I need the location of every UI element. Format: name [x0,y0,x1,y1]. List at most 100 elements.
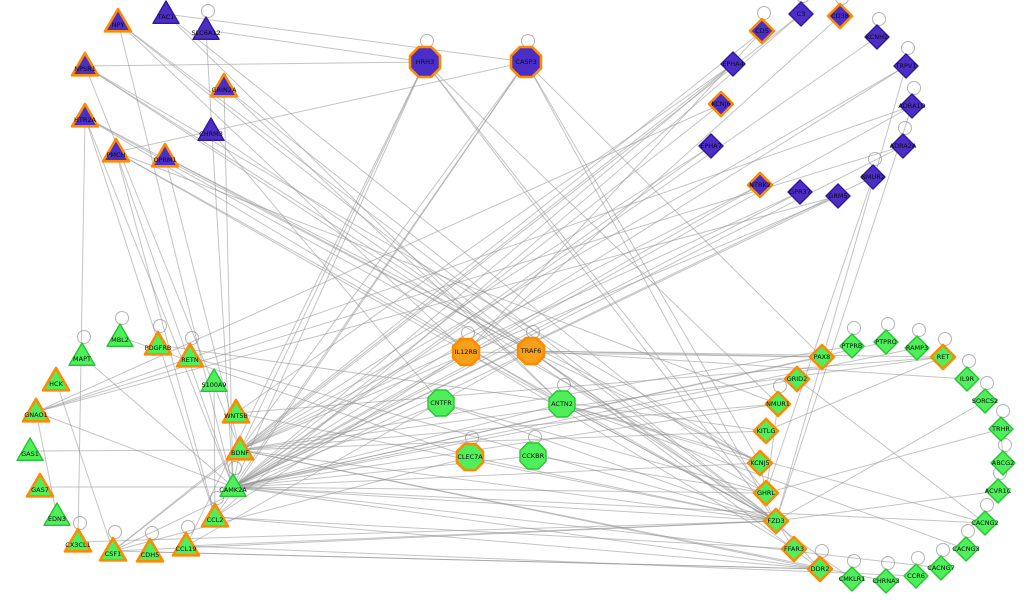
edge-ADRA2A-CAMK2A[interactable] [232,145,904,488]
self-loop-CD5[interactable] [757,6,771,20]
edge-CD5-CSF1[interactable] [112,30,763,552]
edge-ACVR1C-FZD3[interactable] [775,490,999,522]
node-ADRA1D[interactable]: ADRA1D [898,93,926,119]
node-shape-diamond[interactable] [806,555,834,583]
edge-GRIN2A-ACTN2[interactable] [223,86,563,405]
self-loop-CCL19[interactable] [181,520,195,534]
edge-C3-CCL2[interactable] [214,13,802,518]
edge-BDNF-FZD3[interactable] [239,449,777,522]
edge-KCNJ6-GNAO1[interactable] [35,103,722,413]
edge-CD5-IL12RB[interactable] [465,30,763,353]
node-KCNJ6[interactable]: KCNJ6 [707,90,735,118]
node-shape-diamond[interactable] [928,555,954,581]
self-loop-KCNH2[interactable] [872,12,886,26]
edge-PDGFRB-KITLG[interactable] [157,344,767,432]
self-loop-CACNG2[interactable] [980,498,994,512]
node-shape-triangle[interactable] [150,142,180,168]
node-CD38[interactable]: CD38 [826,2,854,30]
edge-WNT5B-RET[interactable] [235,356,944,414]
edge-BDNF-NMUR1[interactable] [239,403,779,451]
node-shape-diamond[interactable] [746,449,774,477]
node-OPRM1[interactable]: OPRM1 [150,142,180,168]
node-shape-diamond[interactable] [808,343,836,371]
node-CACNG3[interactable]: CACNG3 [952,536,980,562]
edge-CDH5-DDR2[interactable] [149,551,821,570]
self-loop-CACNG7[interactable] [936,543,950,557]
edge-TRPV1-BDNF[interactable] [239,65,907,451]
edge-TRAF6-KCNJ5[interactable] [530,350,761,464]
node-CCKBR[interactable]: CCKBR [519,442,547,470]
self-loop-CCL2[interactable] [210,491,224,505]
self-loop-MBL2[interactable] [115,311,129,325]
node-shape-diamond[interactable] [873,329,899,355]
node-CMKLR1[interactable]: CMKLR1 [839,566,866,592]
node-CHRNA3[interactable]: CHRNA3 [872,568,900,594]
edge-RET-KITLG[interactable] [765,356,944,432]
edge-BDNF-CHRNA3[interactable] [239,449,887,582]
node-shape-octagon[interactable] [451,337,481,367]
node-C3[interactable]: C3 [788,1,814,27]
self-loop-CASP3[interactable] [521,34,535,48]
node-SORCS2[interactable]: SORCS2 [972,388,998,414]
edge-HRH3-BDNF[interactable] [239,61,426,451]
node-IL9R[interactable]: IL9R [954,366,980,392]
edge-EPHA4-BDNF[interactable] [239,63,734,451]
self-loop-CX3CL1[interactable] [73,516,87,530]
edge-CASP3-FZD3[interactable] [525,61,777,522]
node-shape-diamond[interactable] [787,179,813,205]
node-shape-diamond[interactable] [990,450,1016,476]
node-GNAO1[interactable]: GNAO1 [21,397,51,423]
edge-TRAF6-DDR2[interactable] [530,350,821,570]
node-CACNG7[interactable]: CACNG7 [927,555,955,581]
node-shape-triangle[interactable] [200,368,228,393]
edge-PMCH-CCL2[interactable] [115,151,216,518]
edge-BDNF-GAS1[interactable] [29,449,241,452]
self-loop-PTPRB[interactable] [847,321,861,335]
self-loop-NMUR2[interactable] [868,152,882,166]
edge-TAC1-CASP3[interactable] [165,13,527,63]
node-shape-diamond[interactable] [860,164,886,190]
edge-GPR37-BDNF[interactable] [239,191,801,451]
node-shape-triangle[interactable] [106,323,134,348]
node-shape-diamond[interactable] [764,390,792,418]
edge-NPSR1-KCNJ5[interactable] [84,65,761,464]
node-shape-diamond[interactable] [752,417,780,445]
node-DDR2[interactable]: DDR2 [806,555,834,583]
node-shape-triangle[interactable] [70,51,100,77]
edge-EPHA7-CAMK2A[interactable] [232,145,712,488]
edge-EPHA7-BDNF[interactable] [239,145,712,451]
node-shape-diamond[interactable] [788,1,814,27]
node-shape-triangle[interactable] [68,342,96,367]
node-WNT5B[interactable]: WNT5B [221,398,251,424]
edge-PMCH-CAMK2A[interactable] [115,151,234,488]
node-MBL2[interactable]: MBL2 [106,323,134,348]
self-loop-TRPV1[interactable] [901,41,915,55]
node-EPHA4[interactable]: EPHA4 [720,51,746,77]
edge-TAC1-GHRL[interactable] [165,13,767,494]
edge-NTRK2-BDNF[interactable] [239,184,761,451]
edge-HRH3-FZD3[interactable] [424,61,777,522]
node-TRHR[interactable]: TRHR [988,416,1014,442]
edge-NPSR1-TRAF6[interactable] [84,65,532,352]
node-CASP3[interactable]: CASP3 [509,45,543,79]
node-PTPRB[interactable]: PTPRB [839,333,865,359]
node-HRH3[interactable]: HRH3 [408,45,442,79]
self-loop-CCR6[interactable] [911,551,925,565]
edge-TRAF6-CCL19[interactable] [185,350,532,547]
self-loop-IL9R[interactable] [962,354,976,368]
node-shape-triangle[interactable] [171,531,201,557]
node-shape-triangle[interactable] [25,472,55,498]
node-IL12RB[interactable]: IL12RB [451,337,481,367]
edge-PTPRB-BDNF[interactable] [239,345,853,451]
node-shape-triangle[interactable] [175,342,205,368]
self-loop-PTPRO[interactable] [881,317,895,331]
self-loop-CD38[interactable] [835,0,849,5]
edge-CAMK2A-DDR2[interactable] [232,486,821,570]
node-GRM5[interactable]: GRM5 [825,183,851,209]
node-CCL2[interactable]: CCL2 [200,502,230,528]
edge-CAMK2A-MAPT[interactable] [81,355,234,488]
node-RET[interactable]: RET [929,343,957,371]
node-NTRK2[interactable]: NTRK2 [746,171,774,199]
self-loop-RAMP3[interactable] [912,323,926,337]
edge-EDN3-GNAO1[interactable] [35,411,58,517]
